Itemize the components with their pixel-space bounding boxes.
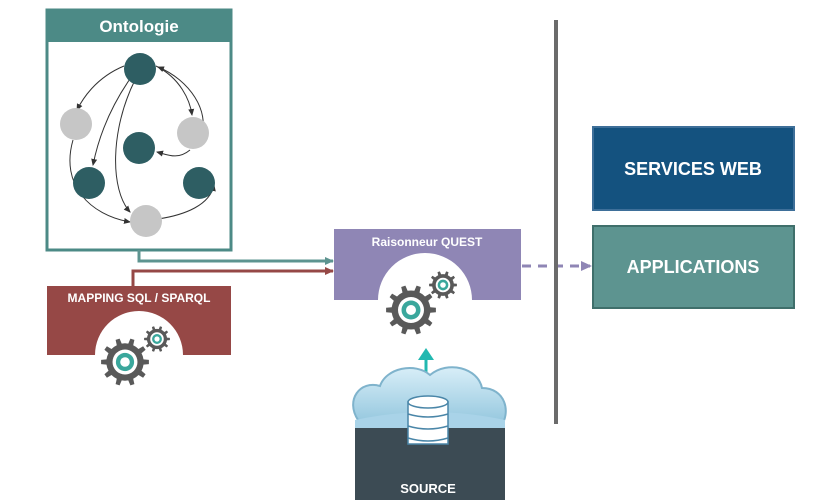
gear-icon bbox=[386, 285, 436, 335]
reasoner-label: Raisonneur QUEST bbox=[372, 235, 483, 249]
graph-edge bbox=[156, 149, 191, 157]
applications-label: APPLICATIONS bbox=[627, 257, 760, 277]
applications-box: APPLICATIONS bbox=[592, 225, 795, 309]
services-web-box: SERVICES WEB bbox=[592, 126, 795, 211]
graph-edge bbox=[115, 79, 136, 213]
graph-edge bbox=[76, 65, 125, 111]
mapping-label: MAPPING SQL / SPARQL bbox=[68, 291, 211, 305]
graph-node-grey bbox=[130, 205, 162, 237]
database-icon bbox=[407, 395, 449, 445]
graph-edge bbox=[91, 75, 133, 166]
reasoner-box: Raisonneur QUEST bbox=[334, 229, 521, 300]
reasoner-shape bbox=[334, 229, 521, 300]
gear-icon bbox=[429, 271, 457, 299]
graph-node-dark bbox=[73, 167, 105, 199]
applications-shape bbox=[592, 225, 795, 309]
gear-icon bbox=[144, 326, 170, 352]
source-label: SOURCE bbox=[400, 481, 456, 496]
graph-node-grey bbox=[177, 117, 209, 149]
services-web-shape bbox=[592, 126, 795, 211]
mapping-box: MAPPING SQL / SPARQL bbox=[47, 286, 231, 355]
gear-icon bbox=[101, 338, 149, 386]
source-node: SOURCE bbox=[352, 366, 507, 500]
graph-node-dark bbox=[123, 132, 155, 164]
graph-node-grey bbox=[60, 108, 92, 140]
ontology-title: Ontologie bbox=[99, 17, 178, 36]
ontology-panel: Ontologie bbox=[45, 8, 233, 252]
source-arrow-head bbox=[418, 348, 434, 360]
ontology-header bbox=[47, 10, 231, 42]
mapping-to-reasoner-arrow bbox=[131, 267, 334, 286]
graph-node-dark bbox=[124, 53, 156, 85]
graph-node-dark bbox=[183, 167, 215, 199]
ontology-to-reasoner-arrow bbox=[137, 250, 334, 265]
services-web-label: SERVICES WEB bbox=[624, 159, 762, 179]
mapping-shape bbox=[47, 286, 231, 355]
